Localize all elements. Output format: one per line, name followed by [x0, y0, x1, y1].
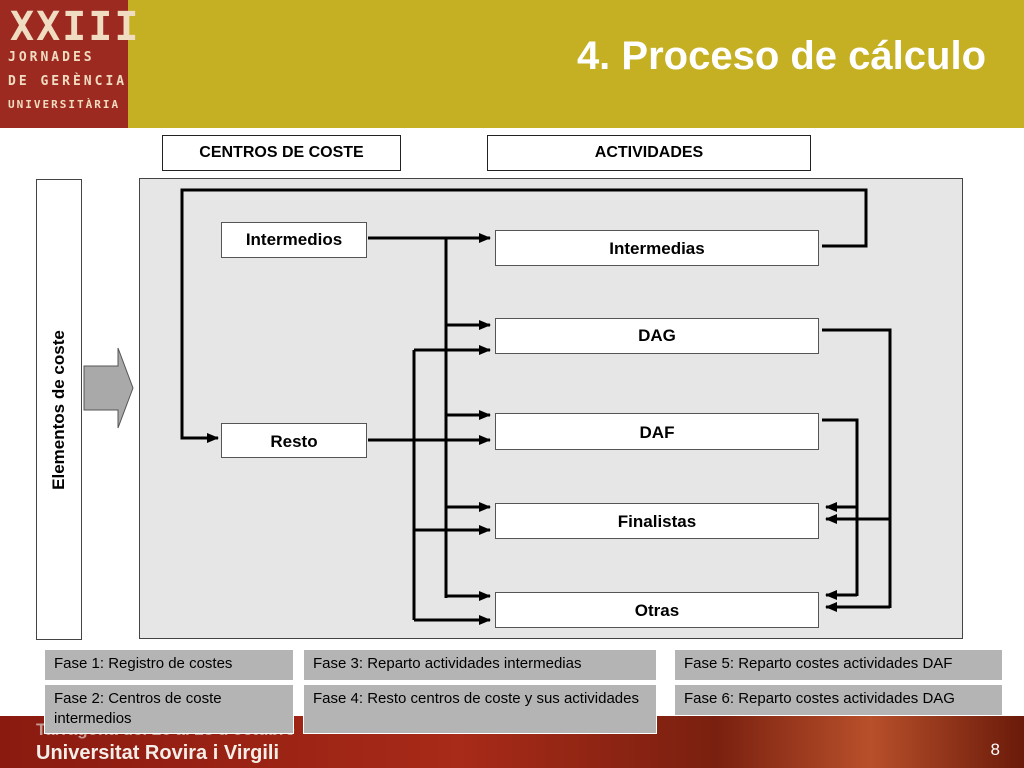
daf-bus	[822, 418, 859, 596]
phase-5: Fase 5: Reparto costes actividades DAF	[674, 649, 1003, 681]
centros-de-coste-label: CENTROS DE COSTE	[162, 135, 401, 171]
logo-line-1: JORNADES	[8, 50, 95, 65]
actividades-label: ACTIVIDADES	[487, 135, 811, 171]
node-otras: Otras	[495, 592, 819, 628]
node-resto: Resto	[221, 423, 367, 458]
logo-line-2: DE GERÈNCIA	[8, 74, 128, 89]
phase-6: Fase 6: Reparto costes actividades DAG	[674, 684, 1003, 716]
logo-line-3: UNIVERSITÀRIA	[8, 98, 121, 111]
elementos-de-coste-box: Elementos de coste	[36, 179, 82, 640]
page-number: 8	[990, 740, 1000, 759]
dag-bus	[822, 328, 892, 608]
phase-3: Fase 3: Reparto actividades intermedias	[303, 649, 657, 681]
node-intermedias: Intermedias	[495, 230, 819, 266]
node-finalistas: Finalistas	[495, 503, 819, 539]
phase-1: Fase 1: Registro de costes	[44, 649, 294, 681]
entry-arrow	[83, 347, 134, 429]
page-title: 4. Proceso de cálculo	[576, 34, 986, 78]
header-band: XXIII JORNADES DE GERÈNCIA UNIVERSITÀRIA…	[0, 0, 1024, 128]
node-daf: DAF	[495, 413, 819, 450]
phase-4: Fase 4: Resto centros de coste y sus act…	[303, 684, 657, 734]
phase-2: Fase 2: Centros de coste intermedios	[44, 684, 294, 734]
footer-university: Universitat Rovira i Virgili	[36, 742, 280, 764]
logo-numeral: XXIII	[10, 4, 141, 50]
node-dag: DAG	[495, 318, 819, 354]
node-intermedios: Intermedios	[221, 222, 367, 258]
logo: XXIII JORNADES DE GERÈNCIA UNIVERSITÀRIA	[0, 0, 138, 128]
loop-intermedias-to-resto	[180, 188, 868, 443]
